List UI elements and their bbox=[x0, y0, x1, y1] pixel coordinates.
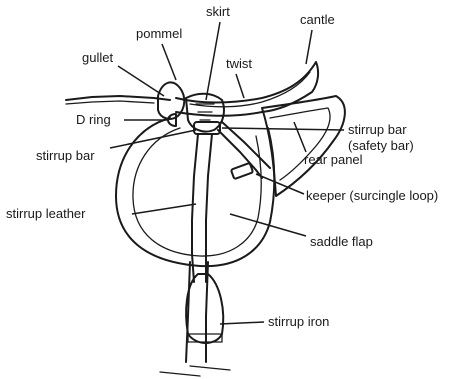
stirrup-iron-shape bbox=[186, 274, 223, 343]
rear-panel-inner bbox=[270, 108, 330, 180]
leader-gullet bbox=[118, 66, 164, 96]
leader-pommel bbox=[162, 44, 176, 80]
leader-saddle-flap bbox=[230, 214, 306, 236]
keeper-loop bbox=[231, 163, 253, 179]
leader-keeper bbox=[256, 174, 304, 194]
label-stirrup-bar-safety-1: stirrup bar bbox=[348, 122, 407, 137]
label-skirt: skirt bbox=[206, 4, 230, 19]
leader-cantle bbox=[306, 30, 312, 64]
label-pommel: pommel bbox=[136, 26, 182, 41]
label-stirrup-iron: stirrup iron bbox=[268, 314, 329, 329]
stirrup-leather-strap-2 bbox=[206, 134, 212, 282]
stirrup-leather-strap bbox=[192, 134, 198, 282]
label-d-ring: D ring bbox=[76, 112, 111, 127]
label-stirrup-bar-safety-2: (safety bar) bbox=[348, 138, 414, 153]
d-ring-shape bbox=[168, 114, 176, 126]
girth-strap bbox=[186, 262, 208, 362]
leader-skirt bbox=[206, 22, 220, 100]
leader-stirrup-bar-safety bbox=[222, 128, 344, 130]
labels: skirt cantle pommel gullet twist D ring … bbox=[6, 4, 438, 329]
leader-stirrup-leather bbox=[132, 204, 196, 214]
front-strap bbox=[66, 96, 170, 100]
label-cantle: cantle bbox=[300, 12, 335, 27]
leader-stirrup-iron bbox=[220, 322, 264, 324]
label-saddle-flap: saddle flap bbox=[310, 234, 373, 249]
lower-stroke bbox=[160, 366, 230, 376]
label-rear-panel: rear panel bbox=[304, 152, 363, 167]
label-gullet: gullet bbox=[82, 50, 113, 65]
leader-rear-panel bbox=[294, 122, 306, 152]
label-stirrup-leather: stirrup leather bbox=[6, 206, 86, 221]
label-twist: twist bbox=[226, 56, 252, 71]
pommel-shape bbox=[158, 82, 184, 118]
leader-twist bbox=[236, 74, 244, 98]
label-keeper: keeper (surcingle loop) bbox=[306, 188, 438, 203]
saddle-flap-outline bbox=[116, 118, 274, 266]
front-strap-lower bbox=[66, 101, 154, 104]
label-stirrup-bar: stirrup bar bbox=[36, 148, 95, 163]
